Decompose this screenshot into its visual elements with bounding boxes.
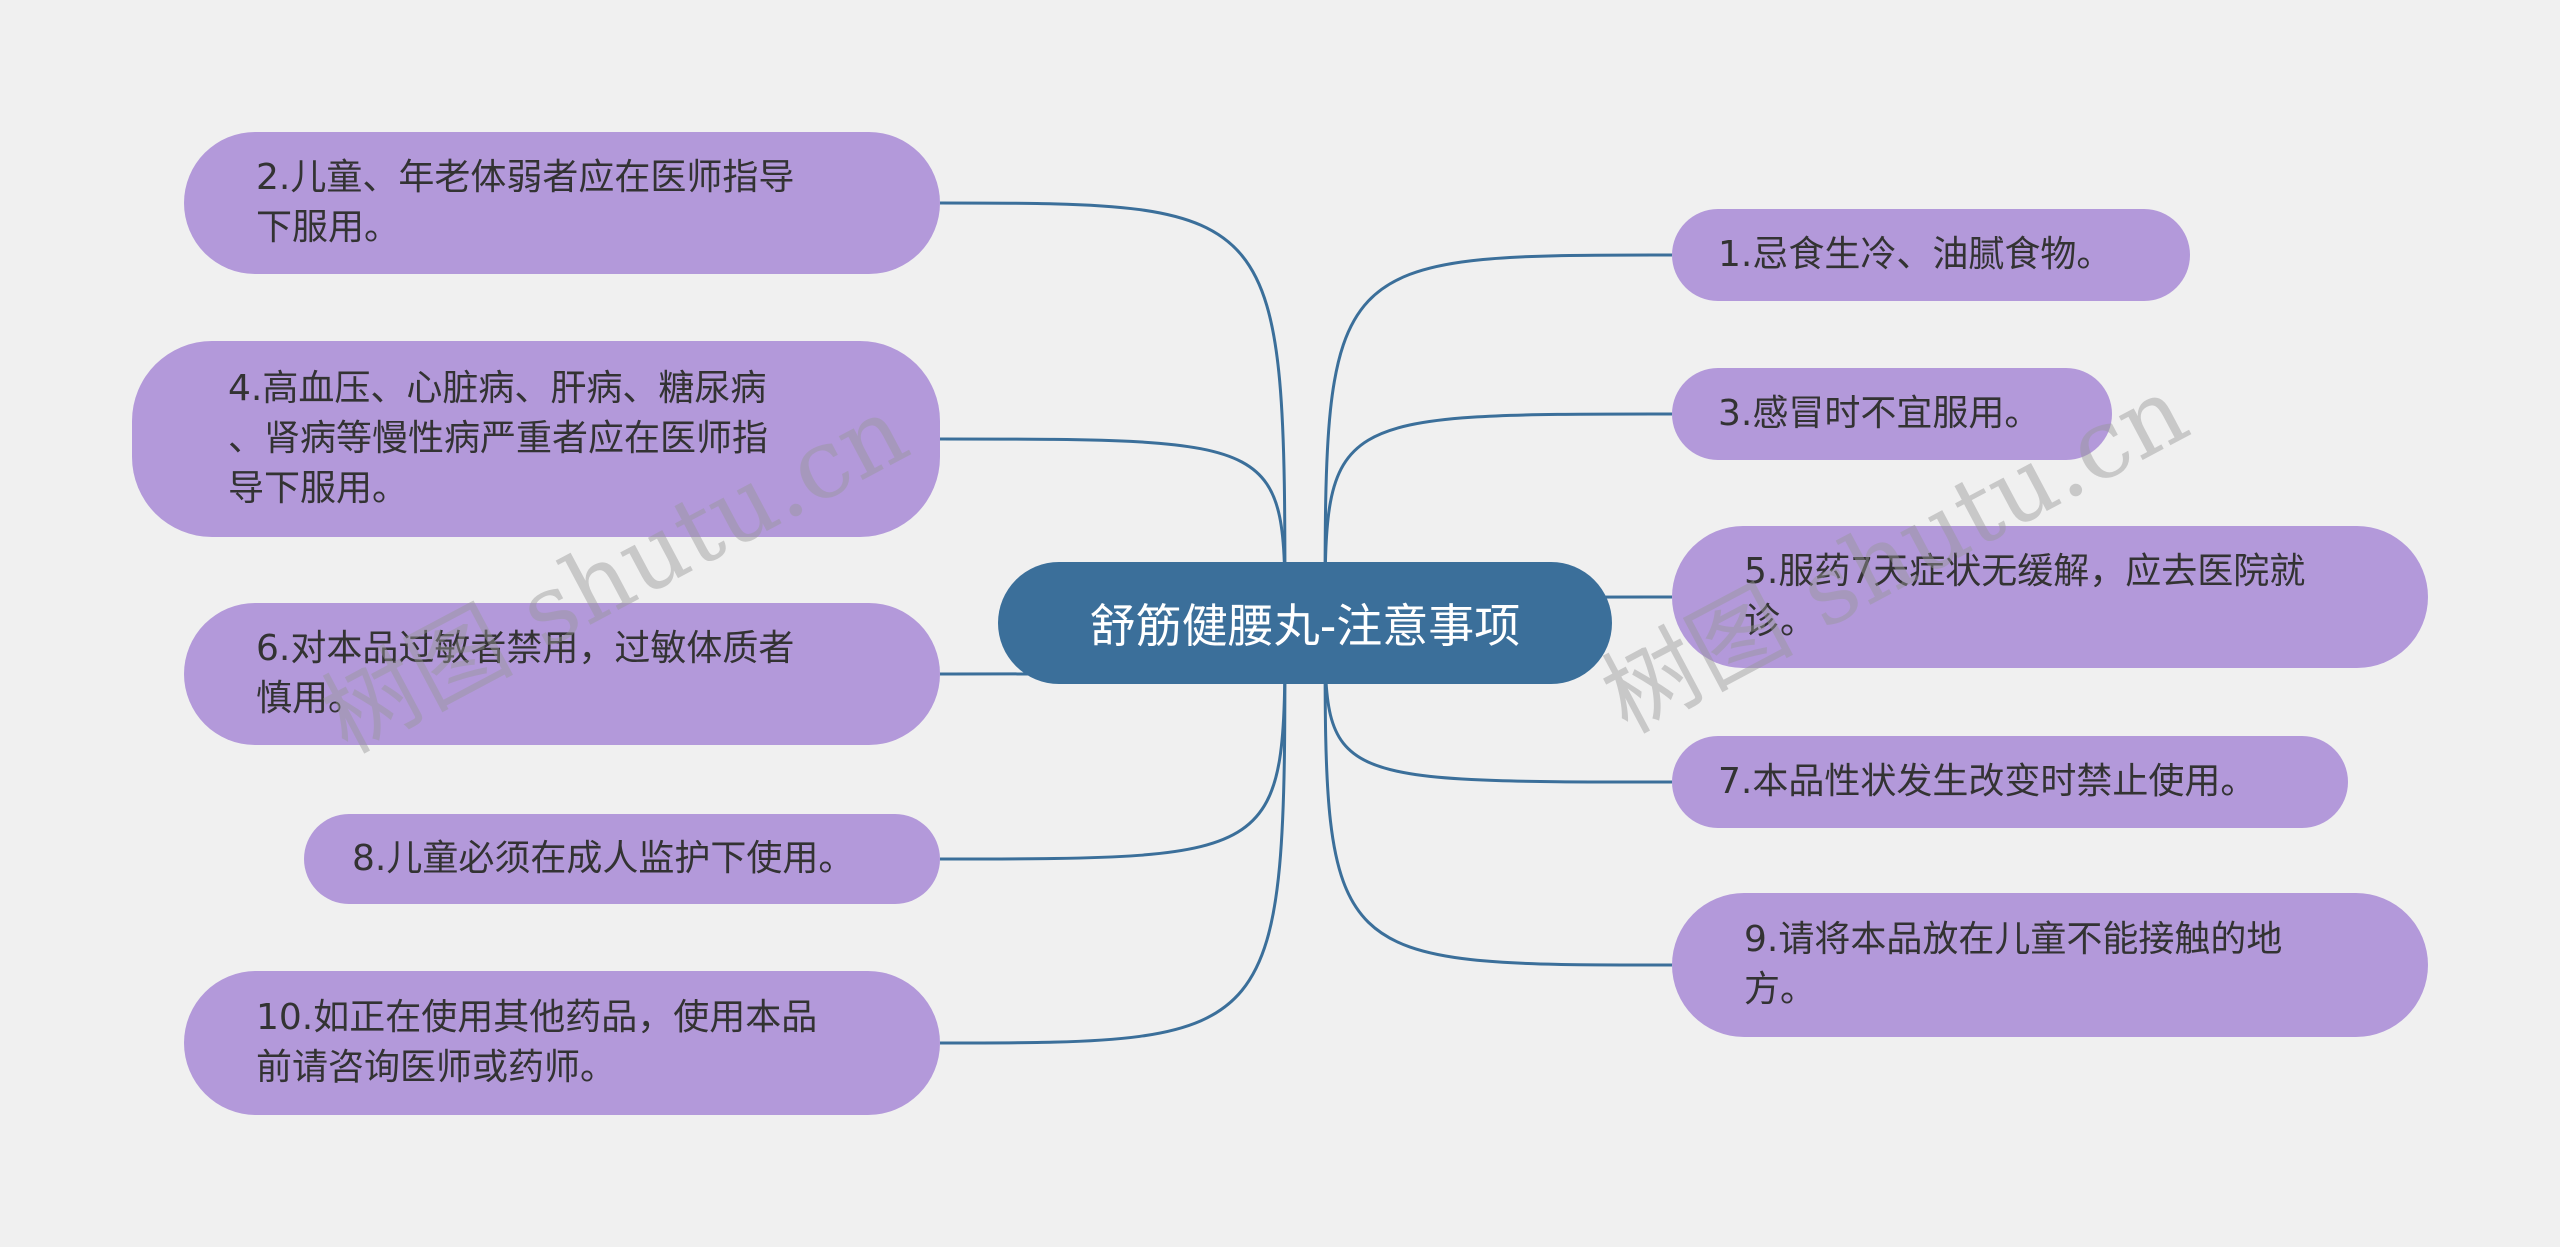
connector-n10 (939, 622, 1287, 1045)
node-3-label: 3.感冒时不宜服用。 (1718, 393, 2041, 434)
node-9[interactable]: 9.请将本品放在儿童不能接触的地 方。 (1672, 893, 2428, 1037)
node-2[interactable]: 2.儿童、年老体弱者应在医师指导 下服用。 (184, 132, 940, 274)
node-7-label: 7.本品性状发生改变时禁止使用。 (1718, 761, 2257, 802)
node-7[interactable]: 7.本品性状发生改变时禁止使用。 (1672, 736, 2348, 828)
node-4-label: 4.高血压、心脏病、肝病、糖尿病 、肾病等慢性病严重者应在医师指 导下服用。 (228, 368, 769, 509)
node-6-label: 6.对本品过敏者禁用，过敏体质者 慎用。 (256, 628, 795, 719)
node-2-label: 2.儿童、年老体弱者应在医师指导 下服用。 (256, 157, 795, 248)
node-8-label: 8.儿童必须在成人监护下使用。 (352, 838, 855, 879)
node-10-label: 10.如正在使用其他药品，使用本品 前请咨询医师或药师。 (256, 997, 818, 1088)
connector-n3 (1323, 412, 1673, 624)
node-8[interactable]: 8.儿童必须在成人监护下使用。 (304, 814, 940, 904)
root-label: 舒筋健腰丸-注意事项 (1089, 599, 1521, 653)
node-5-label: 5.服药7天症状无缓解，应去医院就 诊。 (1744, 551, 2306, 642)
node-3[interactable]: 3.感冒时不宜服用。 (1672, 368, 2112, 460)
root-node[interactable]: 舒筋健腰丸-注意事项 (998, 562, 1612, 684)
node-10[interactable]: 10.如正在使用其他药品，使用本品 前请咨询医师或药师。 (184, 971, 940, 1115)
connector-n2 (939, 201, 1287, 624)
node-9-label: 9.请将本品放在儿童不能接触的地 方。 (1744, 919, 2283, 1010)
connector-n9 (1323, 622, 1673, 967)
connector-n4 (939, 437, 1287, 624)
node-4[interactable]: 4.高血压、心脏病、肝病、糖尿病 、肾病等慢性病严重者应在医师指 导下服用。 (132, 341, 940, 537)
node-6[interactable]: 6.对本品过敏者禁用，过敏体质者 慎用。 (184, 603, 940, 745)
connector-n1 (1323, 253, 1673, 624)
node-5[interactable]: 5.服药7天症状无缓解，应去医院就 诊。 (1672, 526, 2428, 668)
node-1-label: 1.忌食生冷、油腻食物。 (1718, 234, 2113, 275)
node-1[interactable]: 1.忌食生冷、油腻食物。 (1672, 209, 2190, 301)
